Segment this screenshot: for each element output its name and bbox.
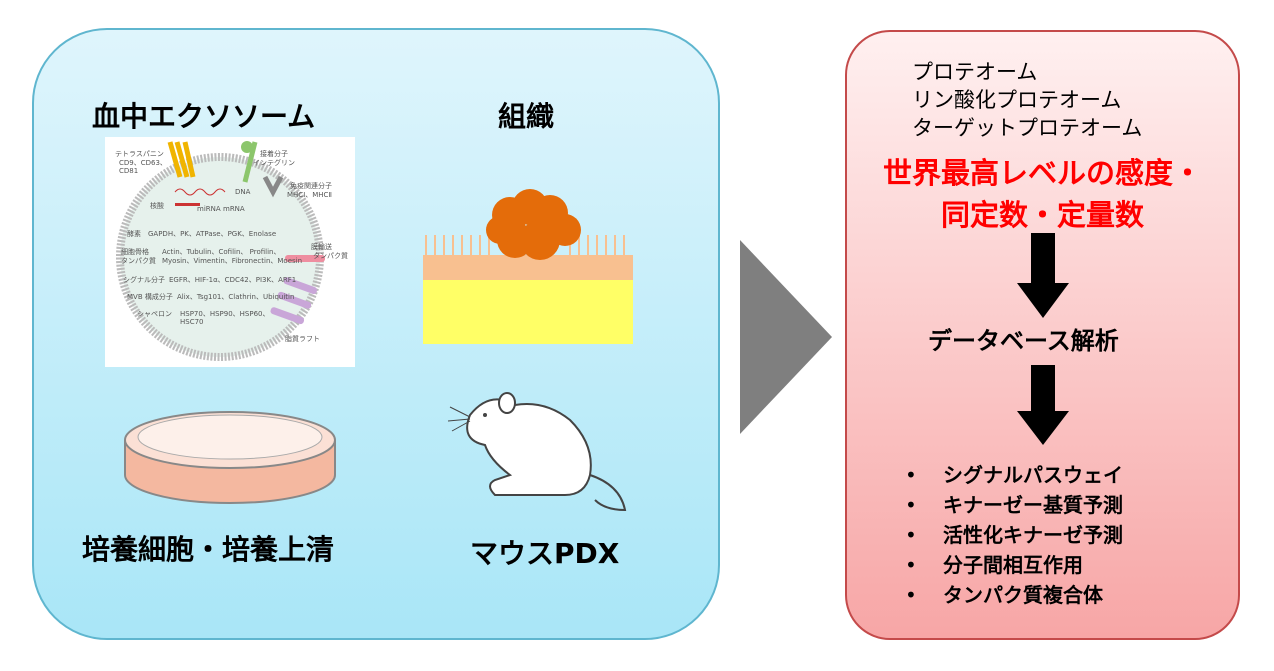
culture-dish-icon [124, 411, 336, 504]
analysis-panel [845, 30, 1240, 640]
label: 免疫関連分子 [290, 182, 332, 190]
label: シャペロン [137, 310, 172, 318]
mouse-title: マウスPDX [470, 537, 620, 570]
label: HSP70、HSP90、HSP60、 [180, 310, 270, 318]
list-item: •キナーゼー基質予測 [905, 493, 1123, 517]
list-item: •分子間相互作用 [905, 553, 1083, 577]
label: テトラスパニン [115, 150, 164, 158]
label: HSC70 [180, 318, 204, 326]
right-arrow-icon [740, 240, 832, 434]
label: Actin、Tubulin、Cofilin、 Profilin、 [162, 248, 281, 256]
label: 接着分子 [260, 150, 288, 158]
label: Myosin、Vimentin、Fibronectin、Moesin [162, 257, 303, 265]
highlight-text: 世界最高レベルの感度・ 同定数・定量数 [845, 152, 1240, 236]
proteome-list: プロテオーム リン酸化プロテオーム ターゲットプロテオーム [912, 58, 1142, 142]
label: GAPDH、PK、ATPase、PGK、Enolase [148, 230, 277, 238]
list-item: •タンパク質複合体 [905, 583, 1103, 607]
label: 核酸 [150, 202, 164, 210]
exosome-diagram: テトラスパニン CD9、CD63、 CD81 接着分子 インテグリン 免疫関連分… [105, 137, 355, 367]
proteome-item: ターゲットプロテオーム [912, 116, 1143, 140]
label: CD81 [119, 167, 139, 175]
label: タンパク質 [121, 257, 156, 265]
highlight-line: 同定数・定量数 [940, 198, 1144, 232]
label: Alix、Tsg101、Clathrin、Ubiquitin [177, 293, 295, 301]
tissue-title: 組織 [498, 100, 555, 133]
database-analysis: データベース解析 [928, 327, 1119, 355]
highlight-line: 世界最高レベルの感度・ [882, 156, 1202, 190]
label: インテグリン [253, 159, 295, 167]
label: miRNA [197, 205, 221, 213]
label: 酵素 [127, 230, 141, 238]
proteome-item: リン酸化プロテオーム [912, 88, 1122, 112]
exosome-title: 血中エクソソーム [92, 100, 316, 133]
label: MVB 構成分子 [127, 293, 173, 301]
result-list: •シグナルパスウェイ •キナーゼー基質予測 •活性化キナーゼ予測 •分子間相互作… [905, 460, 1123, 610]
list-item: •シグナルパスウェイ [905, 463, 1123, 487]
label: シグナル分子 [123, 276, 165, 284]
label: 膜輸送 [311, 243, 332, 251]
mouse-icon [447, 392, 627, 512]
list-item: •活性化キナーゼ予測 [905, 523, 1123, 547]
label: 細胞骨格 [121, 248, 149, 256]
label: MHCⅠ、MHCⅡ [287, 191, 332, 199]
down-arrow-icon [1017, 233, 1069, 318]
label: 脂質ラフト [285, 335, 320, 343]
label: DNA [235, 188, 251, 196]
label: タンパク質 [313, 252, 348, 260]
label: CD9、CD63、 [119, 159, 167, 167]
proteome-item: プロテオーム [912, 60, 1038, 84]
tissue-illustration [423, 189, 633, 344]
label: mRNA [223, 205, 245, 213]
down-arrow-icon [1017, 365, 1069, 445]
label: EGFR、HIF-1α、CDC42、PI3K、ARF1 [169, 276, 297, 284]
culture-title: 培養細胞・培養上清 [82, 533, 335, 566]
